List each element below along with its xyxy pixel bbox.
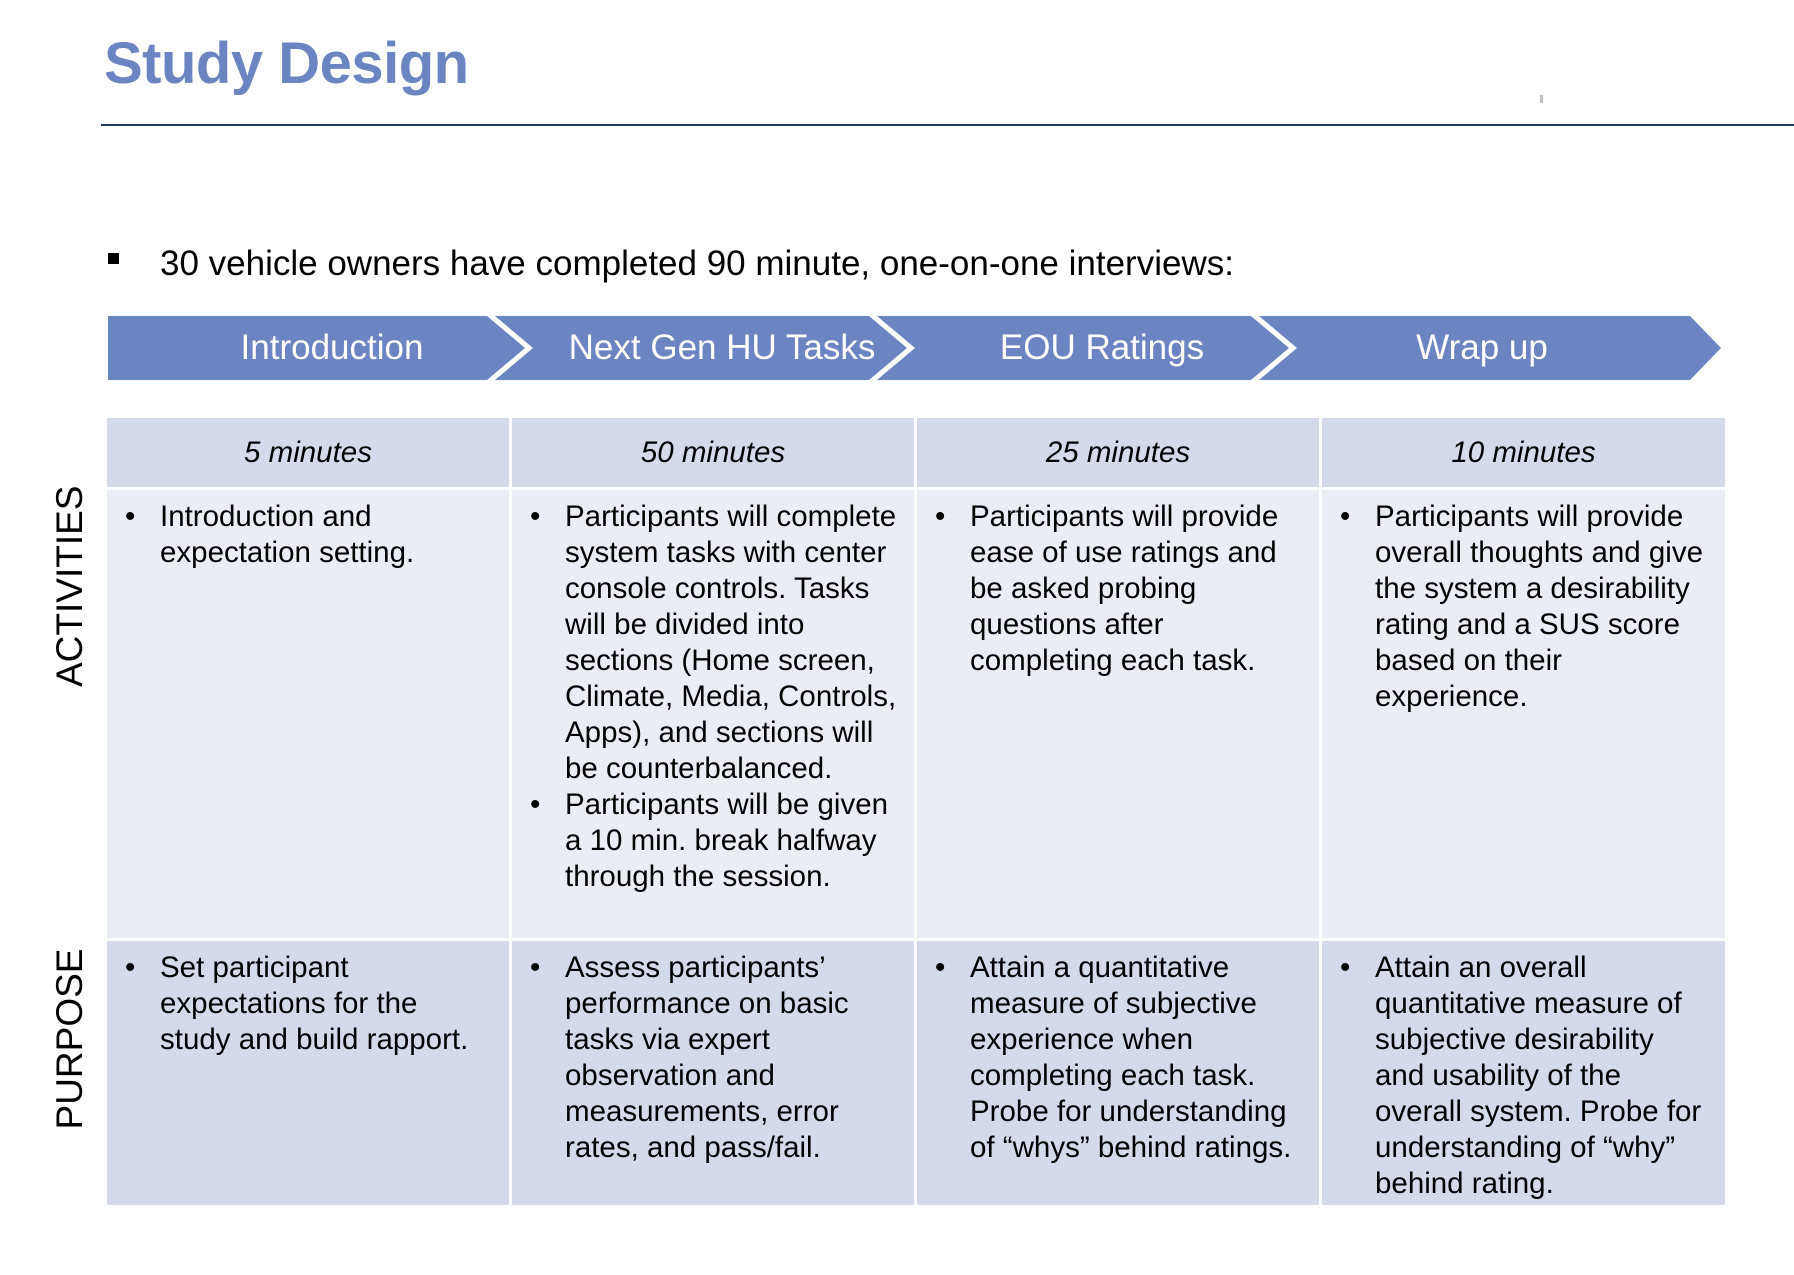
list-item: Participants will complete system tasks … xyxy=(528,499,900,787)
purpose-cell: Assess participants’ performance on basi… xyxy=(509,938,917,1208)
slide-title: Study Design xyxy=(104,31,469,96)
summary-line: 30 vehicle owners have completed 90 minu… xyxy=(108,244,1234,284)
phase-chevrons xyxy=(108,316,1721,380)
bullet-list: Assess participants’ performance on basi… xyxy=(512,941,914,1166)
row-label-purpose: PURPOSE xyxy=(49,948,90,1130)
list-item: Participants will provide ease of use ra… xyxy=(933,499,1305,679)
duration-row: 5 minutes 50 minutes 25 minutes 10 minut… xyxy=(104,415,1728,490)
bullet-list: Set participant expectations for the stu… xyxy=(107,941,509,1058)
activities-cell: Introduction and expectation setting. xyxy=(104,487,512,941)
purpose-row: Set participant expectations for the stu… xyxy=(104,938,1728,1208)
row-label-activities: ACTIVITIES xyxy=(49,485,90,687)
chevron-label-next-gen-hu-tasks: Next Gen HU Tasks xyxy=(568,328,876,367)
chevron-label-introduction: Introduction xyxy=(240,328,424,367)
list-item: Assess participants’ performance on basi… xyxy=(528,950,900,1166)
duration-cell: 5 minutes xyxy=(104,415,512,490)
list-item: Participants will provide overall though… xyxy=(1338,499,1711,715)
purpose-cell: Attain a quantitative measure of subject… xyxy=(914,938,1322,1208)
duration-cell: 25 minutes xyxy=(914,415,1322,490)
purpose-cell: Attain an overall quantitative measure o… xyxy=(1319,938,1728,1208)
bullet-list: Participants will complete system tasks … xyxy=(512,490,914,895)
chevron-next-gen-hu-tasks xyxy=(495,316,907,380)
list-item: Attain a quantitative measure of subject… xyxy=(933,950,1305,1166)
activities-cell: Participants will complete system tasks … xyxy=(509,487,917,941)
activities-row: Introduction and expectation setting. Pa… xyxy=(104,487,1728,941)
title-divider xyxy=(101,124,1794,126)
list-item: Participants will be given a 10 min. bre… xyxy=(528,787,900,895)
summary-text: 30 vehicle owners have completed 90 minu… xyxy=(160,244,1234,283)
study-design-table: 5 minutes 50 minutes 25 minutes 10 minut… xyxy=(104,415,1728,1208)
duration-cell: 10 minutes xyxy=(1319,415,1728,490)
chevron-eou-ratings xyxy=(877,316,1289,380)
chevron-introduction xyxy=(108,316,525,380)
chevron-label-wrap-up: Wrap up xyxy=(1416,328,1548,367)
artifact-mark xyxy=(1540,95,1543,103)
bullet-list: Participants will provide ease of use ra… xyxy=(917,490,1319,679)
bullet-list: Introduction and expectation setting. xyxy=(107,490,509,571)
chevron-label-eou-ratings: EOU Ratings xyxy=(999,328,1205,367)
list-item: Introduction and expectation setting. xyxy=(123,499,495,571)
chevron-wrap-up xyxy=(1259,316,1721,380)
duration-cell: 50 minutes xyxy=(509,415,917,490)
bullet-list: Attain a quantitative measure of subject… xyxy=(917,941,1319,1166)
square-bullet-icon xyxy=(108,252,119,264)
list-item: Attain an overall quantitative measure o… xyxy=(1338,950,1711,1202)
purpose-cell: Set participant expectations for the stu… xyxy=(104,938,512,1208)
bullet-list: Attain an overall quantitative measure o… xyxy=(1322,941,1725,1202)
activities-cell: Participants will provide ease of use ra… xyxy=(914,487,1322,941)
activities-cell: Participants will provide overall though… xyxy=(1319,487,1728,941)
list-item: Set participant expectations for the stu… xyxy=(123,950,495,1058)
bullet-list: Participants will provide overall though… xyxy=(1322,490,1725,715)
